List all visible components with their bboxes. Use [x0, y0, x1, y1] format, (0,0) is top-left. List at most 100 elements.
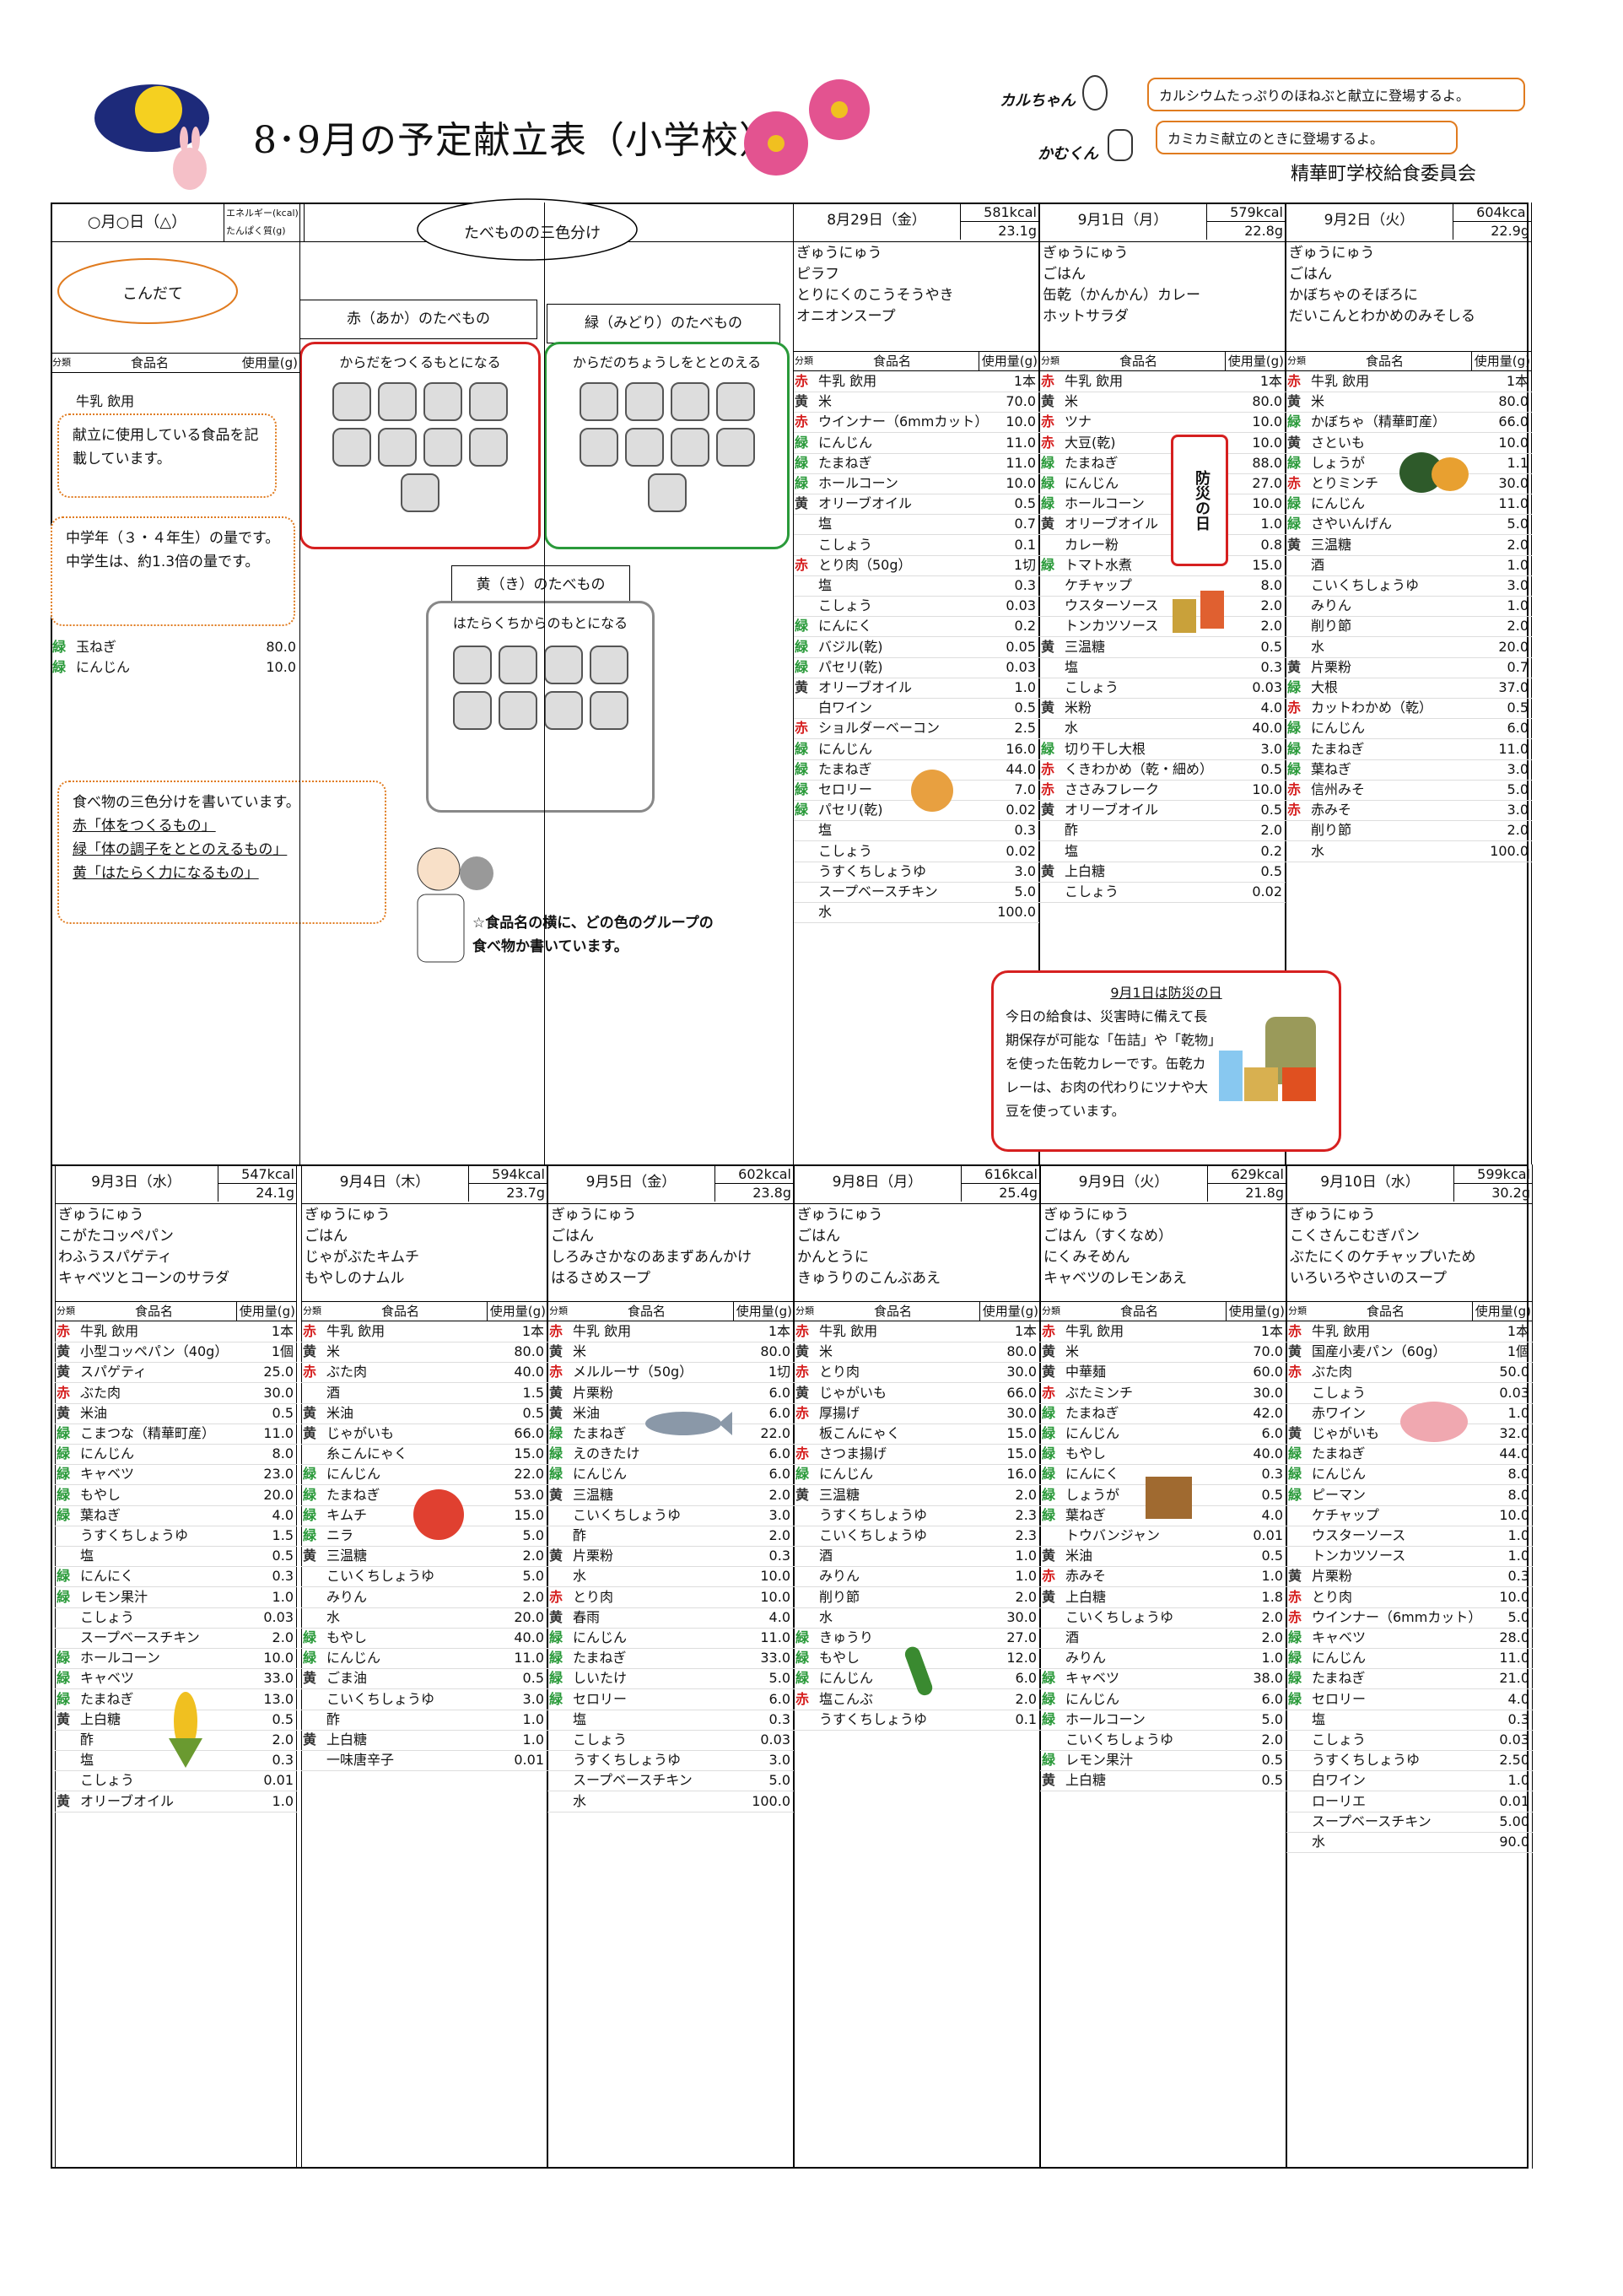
food-amount: 0.03 [263, 1608, 294, 1625]
legend-kcal-cell [224, 203, 305, 241]
food-row: 赤 カットわかめ（乾） 0.5 [1286, 698, 1532, 720]
food-amount: 6.0 [768, 1690, 790, 1707]
note-yellow-text: 黄「はたらく力になるもの」 [73, 865, 259, 882]
food-name: キャベツ [1312, 1629, 1367, 1645]
food-amount: 53.0 [514, 1486, 544, 1503]
food-name: 水 [819, 1608, 833, 1625]
food-row: 赤 信州みそ 5.0 [1286, 780, 1532, 801]
food-name: パセリ(乾) [818, 802, 883, 818]
food-name: ツナ [1065, 413, 1092, 430]
food-amount: 66.0 [514, 1425, 544, 1441]
food-group: 赤 [1041, 760, 1055, 777]
three-colors-title: たべものの三色分け [464, 224, 601, 242]
food-name: オリーブオイル [1065, 516, 1159, 532]
yellow-group-box: はたらくちからのもとになる [426, 601, 655, 813]
food-group: 赤 [795, 1690, 810, 1707]
food-row: 緑 キャベツ 33.0 [55, 1668, 297, 1690]
food-row: 黄 米 80.0 [1039, 392, 1286, 413]
food-group: 黄 [1287, 393, 1302, 410]
food-row: 緑 にんじん 11.0 [793, 433, 1039, 454]
food-name: 片栗粉 [573, 1548, 614, 1564]
food-amount: 0.02 [1006, 802, 1036, 818]
food-amount: 0.2 [1260, 842, 1282, 859]
food-row: 緑 にんじん 11.0 [301, 1648, 547, 1670]
col-group-label: 分類 [57, 1305, 75, 1316]
food-row: 赤 赤みそ 1.0 [1040, 1566, 1286, 1588]
food-name: にんじん [1065, 1425, 1120, 1441]
food-name: こしょう [1312, 1731, 1367, 1748]
food-row: 酢 1.0 [301, 1710, 547, 1731]
food-row: 酢 2.0 [547, 1526, 794, 1547]
food-row: 緑 にんじん 6.0 [547, 1464, 794, 1486]
day-date: 9月4日（木） [339, 1174, 430, 1191]
food-amount: 1.0 [1261, 1568, 1283, 1585]
food-row: こしょう 0.03 [55, 1607, 297, 1629]
food-group: 緑 [549, 1466, 563, 1483]
food-group: 緑 [1041, 454, 1055, 471]
food-amount: 80.0 [1006, 1343, 1037, 1360]
food-amount: 8.0 [272, 1445, 294, 1462]
food-group: 緑 [57, 1670, 71, 1687]
food-group: 緑 [795, 1650, 810, 1667]
item-header: 分類 食品名 使用量(g) [1286, 1301, 1533, 1321]
food-name: 米 [818, 393, 833, 410]
food-amount: 6.0 [1261, 1690, 1283, 1707]
food-name: こしょう [818, 597, 873, 614]
food-row: 塩 0.3 [55, 1750, 297, 1772]
col-group-label: 分類 [1041, 355, 1060, 366]
food-name: 糸こんにゃく [326, 1445, 408, 1462]
col-group-label: 分類 [52, 357, 71, 368]
food-row: 黄 米 80.0 [547, 1342, 794, 1364]
food-row: こしょう 0.03 [1286, 1730, 1533, 1751]
food-amount: 1本 [1259, 373, 1282, 389]
food-name: にんにく [818, 618, 872, 635]
food-amount: 2.0 [1261, 1608, 1283, 1625]
food-row: 赤 ショルダーベーコン 2.5 [793, 718, 1039, 740]
food-amount: 22.0 [514, 1466, 544, 1483]
food-row: 緑 葉ねぎ 4.0 [1040, 1505, 1286, 1526]
food-amount: 1.0 [1015, 1548, 1037, 1564]
food-row: 緑 切り干し大根 3.0 [1039, 739, 1286, 760]
food-group: 黄 [549, 1486, 563, 1503]
col-group-label: 分類 [549, 1305, 568, 1316]
food-group: 緑 [1287, 740, 1302, 757]
three-colors-cloud [413, 196, 641, 263]
food-row: うすくちしょうゆ 3.0 [547, 1750, 794, 1772]
food-amount: 80.0 [266, 639, 296, 655]
food-amount: 10.0 [760, 1588, 790, 1605]
food-name: カットわかめ（乾） [1311, 700, 1433, 716]
col-amount-label: 使用量(g) [1470, 352, 1530, 370]
food-group: 緑 [1287, 679, 1302, 695]
food-amount: 66.0 [1006, 1384, 1037, 1401]
food-group: 緑 [1288, 1650, 1302, 1667]
food-group: 赤 [1042, 1384, 1056, 1401]
food-row: 赤 ぶた肉 30.0 [55, 1383, 297, 1404]
food-amount: 1.0 [1014, 679, 1036, 695]
food-name: 塩 [80, 1752, 94, 1769]
food-name: ホールコーン [1065, 1710, 1146, 1727]
food-row: 黄 片栗粉 0.7 [1286, 657, 1532, 678]
food-name: 牛乳 飲用 [1311, 373, 1370, 389]
menu-dish: しろみさかなのあまずあんかけ [551, 1249, 752, 1266]
food-name: たまねぎ [80, 1690, 134, 1707]
food-row: こしょう 0.03 [793, 596, 1039, 618]
food-amount: 11.0 [1006, 454, 1036, 471]
food-name: かぼちゃ（精華町産） [1311, 413, 1447, 430]
food-name: 米油 [1065, 1548, 1093, 1564]
food-row: うすくちしょうゆ 2.50 [1286, 1750, 1533, 1772]
food-amount: 30.0 [1498, 475, 1529, 491]
day-menu: ぎゅうにゅうこくさんこむぎパンぶたにくのケチャップいためいろいろやさいのスープ [1286, 1205, 1529, 1289]
food-group: 黄 [1041, 700, 1055, 716]
menu-dish: ぎゅうにゅう [1043, 245, 1129, 262]
food-amount: 0.03 [760, 1731, 790, 1748]
menu-dish: ごはん [797, 1228, 840, 1245]
food-row: 黄 オリーブオイル 0.5 [793, 494, 1039, 516]
food-amount: 2.0 [272, 1629, 294, 1645]
food-group: 緑 [549, 1690, 563, 1707]
food-row: こしょう 0.1 [793, 535, 1039, 556]
food-group: 緑 [795, 1629, 810, 1645]
food-name: 小型コッペパン（40g） [80, 1343, 229, 1360]
food-name: 酢 [80, 1731, 94, 1748]
food-amount: 11.0 [1006, 434, 1036, 451]
bousai-note-text: 今日の給食は、災害時に備えて長期保存が可能な「缶詰」や「乾物」を使った缶乾カレー… [1006, 1008, 1216, 1119]
